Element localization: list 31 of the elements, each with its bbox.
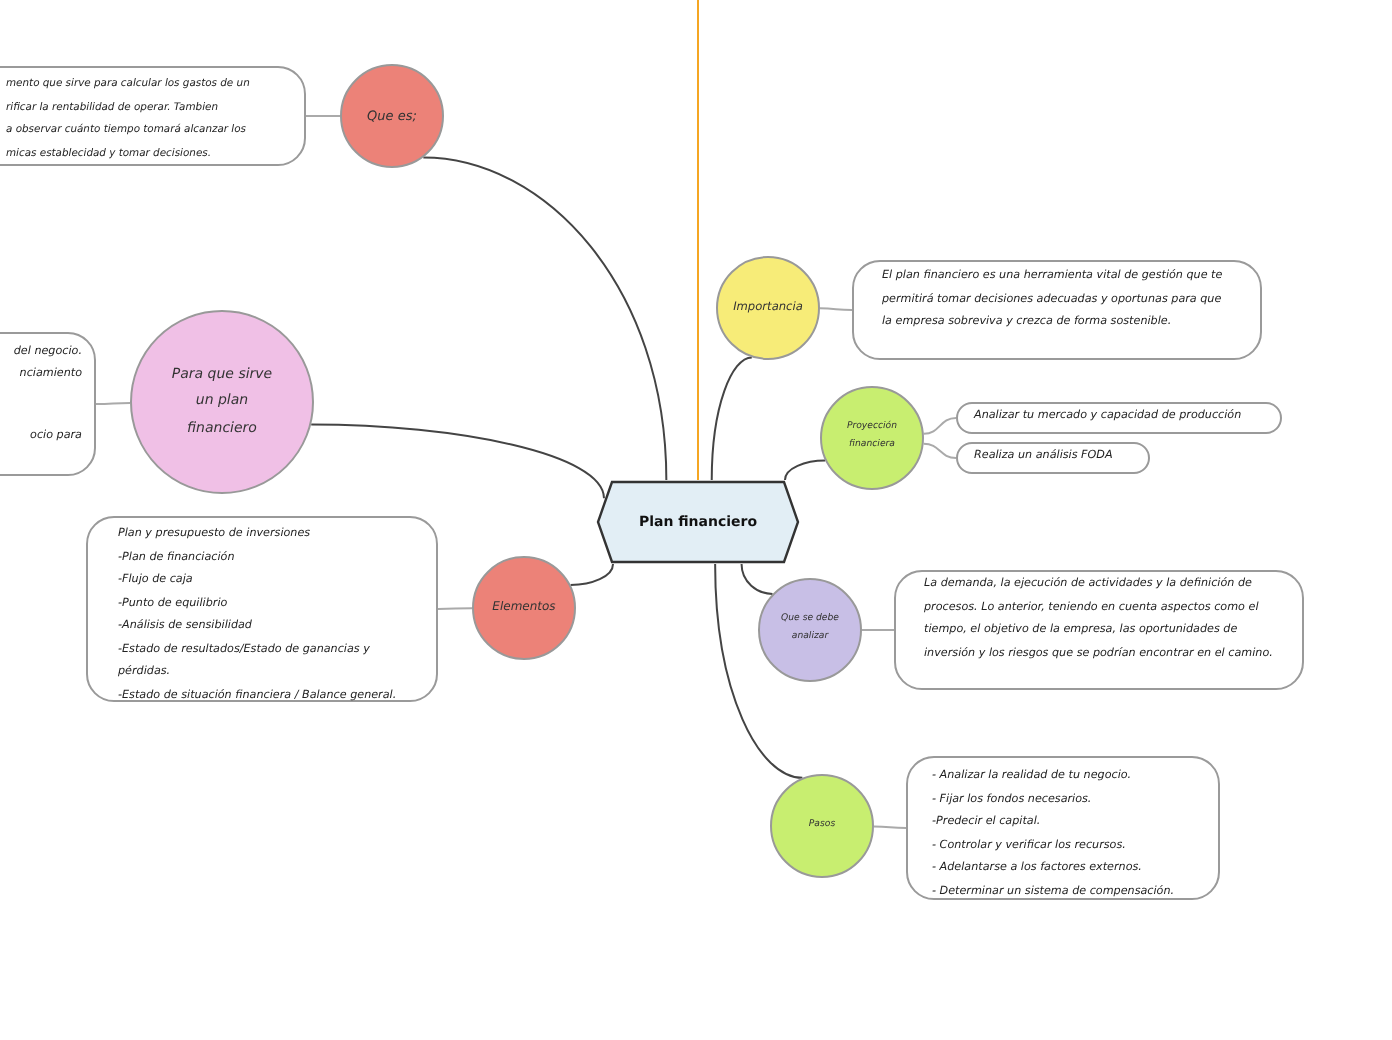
connector-line bbox=[922, 417, 957, 435]
connector-line bbox=[422, 156, 668, 481]
connector-line bbox=[305, 115, 341, 117]
connector-line bbox=[697, 0, 699, 481]
text-box bbox=[956, 402, 1282, 434]
text-box bbox=[0, 66, 306, 166]
topic-circle bbox=[770, 774, 874, 878]
hexagon-node bbox=[596, 480, 800, 564]
topic-circle bbox=[340, 64, 444, 168]
text-box bbox=[852, 260, 1262, 360]
connector-line bbox=[714, 563, 804, 779]
connector-line bbox=[922, 442, 957, 459]
text-box bbox=[86, 516, 438, 702]
connector-line bbox=[437, 607, 473, 610]
connector-line bbox=[861, 629, 895, 631]
topic-circle bbox=[472, 556, 576, 660]
connector-line bbox=[819, 307, 853, 311]
text-box bbox=[894, 570, 1304, 690]
connector-line bbox=[784, 459, 827, 481]
connector-line bbox=[95, 402, 131, 405]
connector-line bbox=[710, 356, 753, 481]
connector-line bbox=[740, 563, 774, 595]
connector-line bbox=[569, 563, 614, 586]
text-box bbox=[956, 442, 1150, 474]
topic-circle bbox=[716, 256, 820, 360]
topic-circle bbox=[758, 578, 862, 682]
topic-circle bbox=[820, 386, 924, 490]
text-box bbox=[906, 756, 1220, 900]
connector-line bbox=[873, 825, 907, 829]
connector-line bbox=[310, 423, 605, 500]
text-box bbox=[0, 332, 96, 476]
